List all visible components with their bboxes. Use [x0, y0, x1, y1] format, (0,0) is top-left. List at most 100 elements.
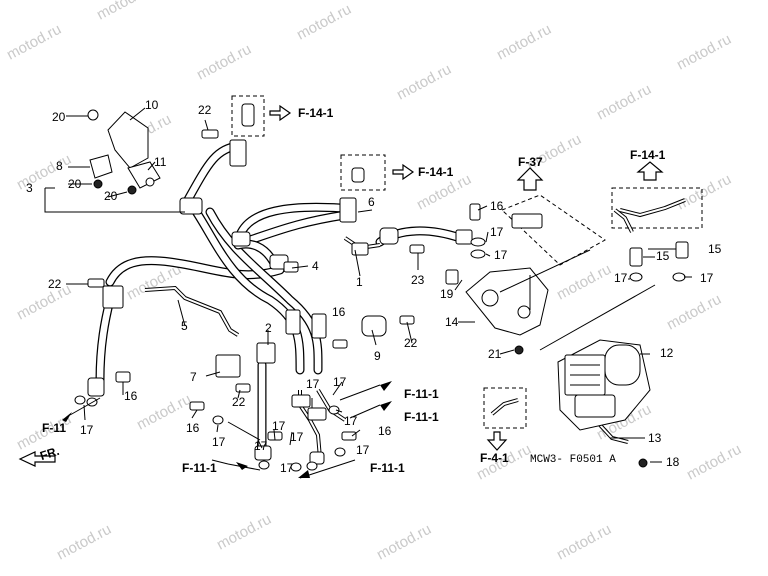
watermark: motod.ru [214, 511, 274, 554]
part-callouts: 1 2 3 4 5 6 7 8 9 10 11 12 13 14 15 15 1… [26, 98, 722, 475]
callout-17: 17 [490, 225, 504, 239]
ref-f14-1: F-14-1 [418, 165, 454, 179]
watermark: motod.ru [294, 1, 354, 44]
callout-17: 17 [494, 248, 508, 262]
callout-11: 11 [154, 155, 167, 169]
callout-17: 17 [356, 443, 370, 457]
direction-label: FR. [38, 444, 61, 463]
watermark: motod.ru [554, 261, 614, 304]
detail-boxes [231, 95, 703, 429]
callout-14: 14 [445, 315, 459, 329]
callout-16: 16 [490, 199, 504, 213]
callout-20: 20 [68, 177, 82, 191]
ref-f11-1: F-11-1 [404, 410, 439, 424]
abs-modulator [557, 339, 651, 468]
bracket-14 [465, 267, 549, 355]
watermark: motod.ru [664, 291, 724, 334]
callout-15: 15 [708, 242, 722, 256]
callout-17: 17 [333, 375, 347, 389]
callout-17: 17 [212, 435, 226, 449]
callout-20: 20 [52, 110, 66, 124]
watermark: motod.ru [394, 61, 454, 104]
callout-22: 22 [232, 395, 246, 409]
arrow-right-icon [269, 104, 292, 122]
watermark: motod.ru [4, 21, 64, 64]
callout-8: 8 [56, 159, 63, 173]
diagram-code: MCW3- F0501 A [530, 454, 616, 466]
callout-17: 17 [344, 414, 358, 428]
callout-17: 17 [614, 271, 628, 285]
callout-13: 13 [648, 431, 662, 445]
ref-f37: F-37 [518, 155, 543, 169]
detail-contents [241, 103, 686, 416]
callout-3: 3 [26, 181, 33, 195]
arrow-up-icon [636, 161, 664, 181]
arrow-tip-icon [62, 412, 72, 422]
fittings [87, 139, 473, 465]
callout-10: 10 [145, 98, 159, 112]
callout-22: 22 [48, 277, 62, 291]
watermark: motod.ru [674, 171, 734, 214]
arrow-right-icon [392, 163, 415, 181]
callout-22: 22 [198, 103, 212, 117]
watermark: motod.ru [14, 151, 74, 194]
leader-lines [44, 107, 692, 479]
watermark: motod.ru [674, 31, 734, 74]
callout-20: 20 [104, 189, 118, 203]
watermark: motod.ru [54, 521, 114, 564]
callout-2: 2 [265, 321, 272, 335]
watermark: motod.ru [684, 441, 744, 484]
reference-labels: F-14-1 F-14-1 F-37 F-14-1 F-11 F-11-1 F-… [38, 106, 665, 475]
bracket-assembly [87, 109, 161, 195]
arrow-up-icon [516, 167, 544, 191]
callout-9: 9 [374, 349, 381, 363]
callout-17: 17 [272, 419, 286, 433]
callout-17: 17 [700, 271, 714, 285]
callout-17: 17 [280, 461, 294, 475]
callout-6: 6 [368, 195, 375, 209]
arrow-down-icon [486, 431, 508, 451]
callout-16: 16 [186, 421, 200, 435]
callout-12: 12 [660, 346, 674, 360]
arrow-tip-icon [236, 462, 248, 470]
callout-17: 17 [254, 439, 268, 453]
ref-f11: F-11 [42, 421, 66, 435]
ref-f11-1: F-11-1 [404, 387, 439, 401]
watermark: motod.ru [194, 41, 254, 84]
callout-7: 7 [190, 370, 197, 384]
watermark: motod.ru [14, 281, 74, 324]
ref-f4-1: F-4-1 [480, 451, 509, 465]
arrow-tip-icon [298, 470, 310, 478]
callout-16: 16 [378, 424, 392, 438]
callout-19: 19 [440, 287, 454, 301]
callout-1: 1 [356, 275, 363, 289]
callout-18: 18 [666, 455, 680, 469]
callout-15: 15 [656, 249, 670, 263]
ref-f11-1: F-11-1 [370, 461, 405, 475]
watermark: motod.ru [494, 21, 554, 64]
arrow-tip-icon [380, 401, 392, 411]
arrow-left-icon [18, 451, 56, 467]
callout-22: 22 [404, 336, 418, 350]
watermark: motod.ru [594, 81, 654, 124]
watermark: motod.ru [94, 0, 154, 24]
arrow-tip-icon [380, 381, 392, 391]
ref-f11-1: F-11-1 [182, 461, 217, 475]
ref-f14-1: F-14-1 [298, 106, 334, 120]
callout-21: 21 [488, 347, 502, 361]
reference-arrows [18, 104, 664, 478]
callout-16: 16 [124, 389, 138, 403]
callout-23: 23 [411, 273, 425, 287]
callout-17: 17 [80, 423, 94, 437]
callout-4: 4 [312, 259, 319, 273]
watermark: motod.ru [374, 521, 434, 564]
callout-16: 16 [332, 305, 346, 319]
fasteners [74, 129, 689, 472]
callout-5: 5 [181, 319, 188, 333]
brake-hoses [95, 140, 465, 455]
watermark: motod.ru [554, 521, 614, 564]
callout-17: 17 [306, 377, 320, 391]
ref-f14-1: F-14-1 [630, 148, 666, 162]
callout-17: 17 [290, 430, 304, 444]
